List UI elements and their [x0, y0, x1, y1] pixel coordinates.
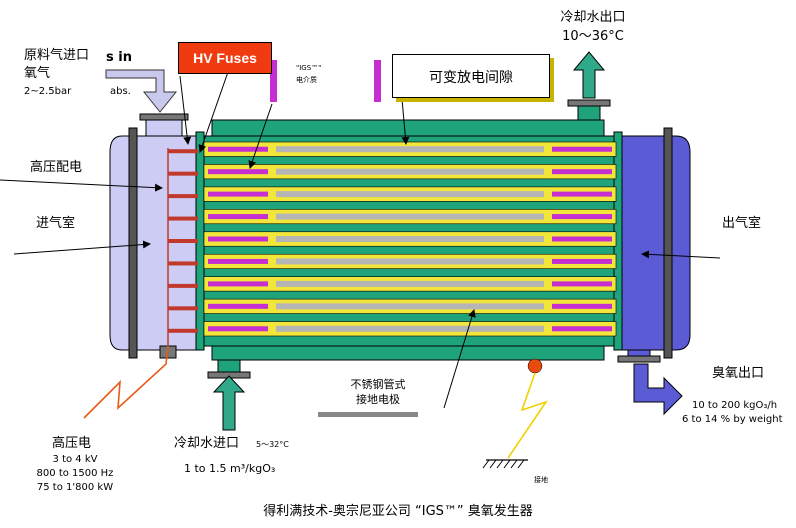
hv-electrode-right — [552, 303, 612, 309]
variable-discharge-gap-label: 可变放电间隙 — [392, 54, 550, 98]
hv-electrode-left — [208, 281, 268, 287]
hv-electrode-left — [208, 326, 268, 332]
hv-electrode-right — [552, 236, 612, 242]
tube-bundle — [203, 141, 617, 337]
diagram-caption: 得利满技术-奥宗尼亚公司 “IGS™” 臭氧发生器 — [263, 504, 533, 519]
dielectric-core — [276, 191, 544, 198]
cooling-inlet-arrow — [212, 375, 246, 431]
hv-electrode-left — [208, 191, 268, 197]
hv-electrode-left — [208, 169, 268, 175]
hv-spec-voltage: 3 to 4 kV — [52, 454, 98, 465]
ozone-outlet-arrow — [633, 363, 683, 416]
shell-top — [211, 119, 605, 137]
hv-electrode-right — [552, 191, 612, 197]
hv-electrode-left — [208, 258, 268, 264]
cooling-outlet-flange — [567, 99, 611, 107]
ozone-output-line1: 10 to 200 kgO₃/h — [692, 400, 778, 411]
hv-feed-line — [83, 345, 169, 419]
dielectric-core — [276, 146, 544, 153]
dielectric-core — [276, 236, 544, 242]
ozone-output-line2: 6 to 14 % by weight — [682, 414, 783, 425]
gas-in-fragment: s in — [106, 50, 132, 65]
igs-indicator-left — [270, 60, 277, 102]
inlet-chamber-label: 进气室 — [36, 216, 76, 231]
ozone-outlet-label: 臭氧出口 — [712, 366, 765, 381]
pointer-lines — [0, 71, 721, 409]
hv-distribution-label: 高压配电 — [30, 160, 83, 175]
hv-fuse — [168, 306, 198, 311]
cooling-outlet-pipe — [577, 105, 601, 121]
hv-fuse — [168, 149, 198, 154]
hv-fuse — [168, 171, 198, 176]
feed-gas-inlet-label: 原料气进口 — [24, 48, 90, 63]
dielectric-core — [276, 303, 544, 310]
igs-dielectric-label-line2: 电介质 — [296, 76, 317, 84]
hv-electrode-left — [208, 214, 268, 220]
hv-electrode-left — [208, 236, 268, 242]
igs-indicator-right — [374, 60, 381, 102]
dielectric-core — [276, 168, 544, 175]
hv-fuse — [168, 216, 198, 221]
hv-electrode-right — [552, 326, 612, 332]
hv-electrode-right — [552, 146, 612, 152]
dielectric-core — [276, 258, 544, 265]
hv-electrode-right — [552, 214, 612, 220]
stainless-electrode-label-line1: 不锈钢管式 — [350, 378, 406, 391]
dielectric-core — [276, 325, 544, 332]
hv-fuse — [168, 261, 198, 266]
hv-fuse — [168, 328, 198, 333]
hv-electrode-left — [208, 146, 268, 152]
hv-electrode-right — [552, 258, 612, 264]
hv-fuse — [168, 283, 198, 288]
hv-spec-power: 75 to 1'800 kW — [36, 482, 114, 493]
cooling-outlet-arrow — [572, 51, 606, 99]
stainless-electrode-swatch — [318, 412, 418, 417]
outlet-chamber-label: 出气室 — [722, 216, 762, 231]
pressure-label: 2~2.5bar — [24, 86, 72, 97]
shell-bottom — [211, 345, 605, 361]
cooling-water-outlet-label: 冷却水出口 — [560, 10, 626, 25]
cooling-water-outlet-temp: 10～36°C — [562, 29, 624, 44]
hv-fuse-set — [168, 149, 198, 333]
right-flange — [663, 127, 673, 359]
cooling-water-inlet-label: 冷却水进口 — [174, 436, 240, 451]
hv-spec-frequency: 800 to 1500 Hz — [36, 468, 114, 479]
cooling-inlet-pipe — [217, 359, 241, 373]
abs-fragment: abs. — [110, 86, 131, 97]
ground-connection-point — [527, 358, 543, 374]
gas-inlet-flange — [145, 117, 183, 137]
dielectric-core — [276, 280, 544, 287]
hv-electrode-right — [552, 281, 612, 287]
hv-fuses-label: HV Fuses — [178, 42, 272, 74]
stainless-electrode-label-line2: 接地电极 — [356, 393, 400, 406]
outlet-chamber-body — [619, 135, 667, 351]
cooling-water-inlet-temp: 5～32°C — [256, 440, 289, 449]
left-flange — [128, 127, 138, 359]
ozone-outlet-flange — [617, 355, 661, 363]
dielectric-core — [276, 213, 544, 220]
oxygen-label: 氧气 — [24, 66, 51, 81]
cooling-water-flow: 1 to 1.5 m³/kgO₃ — [184, 462, 276, 475]
igs-dielectric-label-line1: "IGS™" — [296, 64, 322, 72]
high-voltage-label: 高压电 — [52, 436, 92, 451]
ground-line — [507, 372, 548, 459]
ground-label: 接地 — [534, 476, 548, 484]
hv-electrode-right — [552, 169, 612, 175]
gas-inlet-arrow — [105, 69, 178, 113]
hv-fuse — [168, 239, 198, 243]
ground-hatch — [482, 459, 525, 469]
gas-inlet-flange-cap — [139, 113, 189, 121]
hv-fuse — [168, 194, 198, 199]
hv-electrode-left — [208, 303, 268, 309]
